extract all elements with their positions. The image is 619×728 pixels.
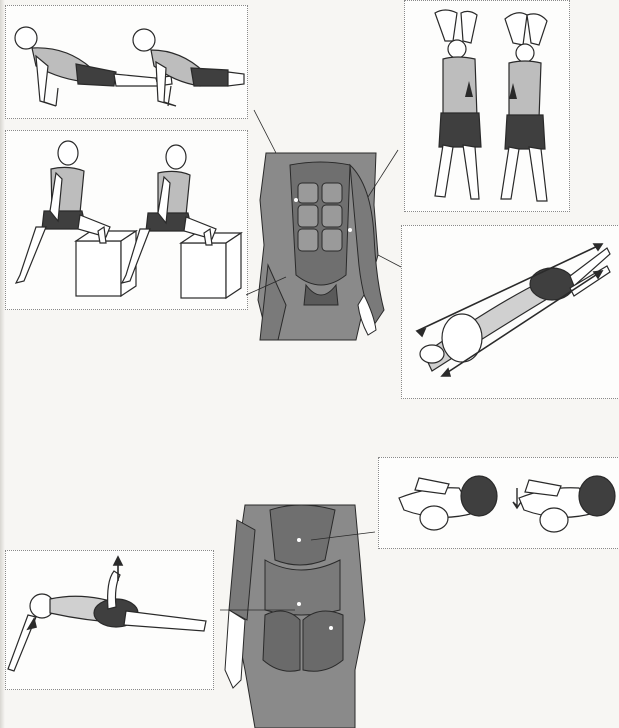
panel-lying-leg-stretch: [5, 550, 214, 690]
back-torso-muscle-illustration: [215, 500, 375, 728]
panel-overhead-side-stretch: [404, 0, 570, 212]
panel-lying-full-body-stretch: [401, 225, 619, 399]
overhead-side-stretch-illustration: [405, 1, 569, 211]
panel-lunge-stretch: [5, 130, 248, 310]
lunge-stretch-illustration: [6, 131, 247, 309]
pushup-stretch-illustration: [6, 6, 247, 118]
anatomy-back-torso: [215, 500, 375, 728]
lying-full-body-stretch-illustration: [402, 226, 619, 398]
panel-pushup-stretch: [5, 5, 248, 119]
anatomy-front-torso: [246, 105, 406, 345]
front-torso-muscle-illustration: [246, 105, 406, 345]
knee-hug-stretch-illustration: [379, 458, 619, 548]
lying-leg-stretch-illustration: [6, 551, 213, 689]
panel-knee-hug-stretch: [378, 457, 619, 549]
